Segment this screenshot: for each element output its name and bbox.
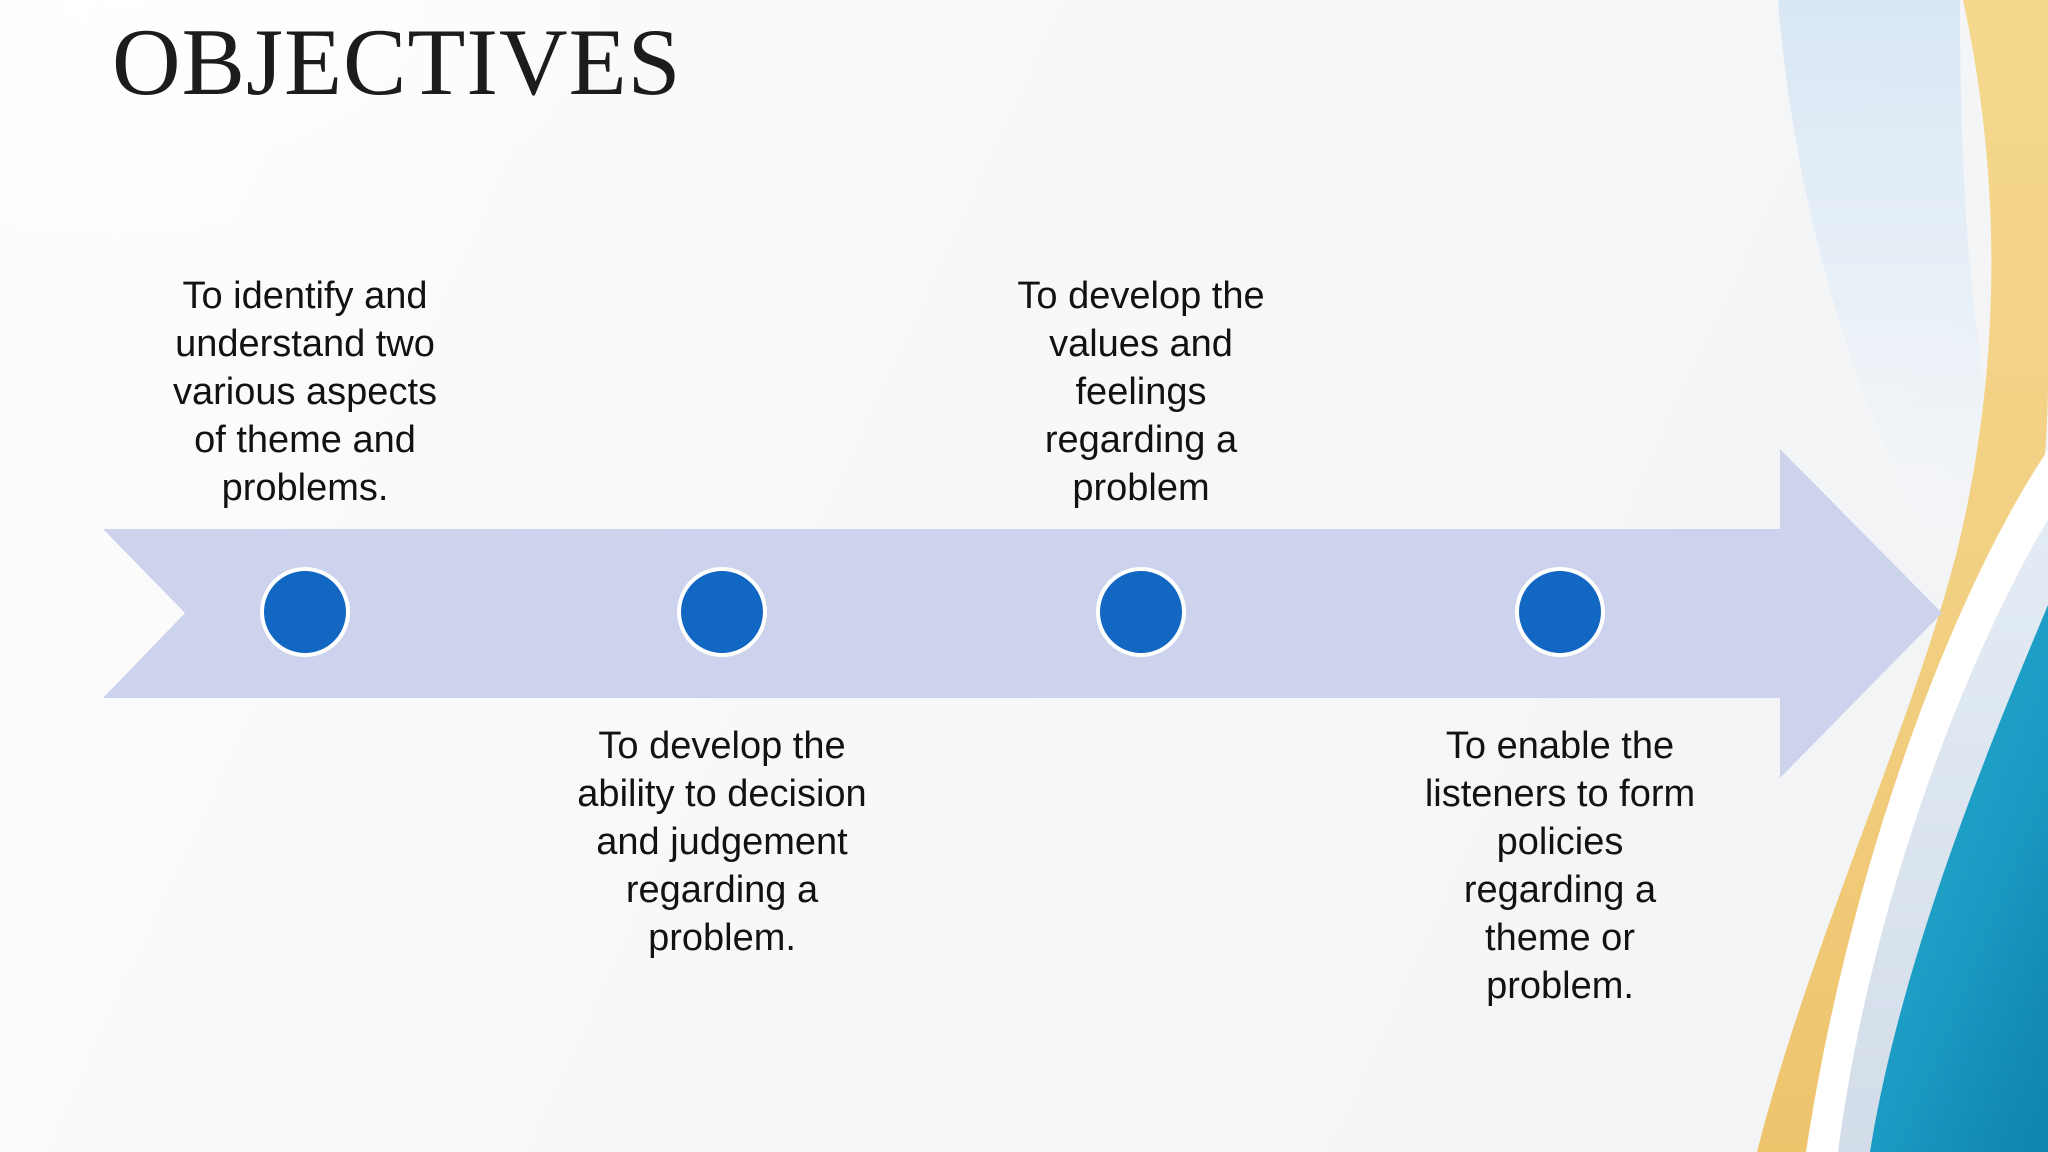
step-4-text: To enable the listeners to form policies… [1424, 725, 1696, 1007]
timeline-marker-2 [677, 567, 767, 657]
teal-corner-shape [1870, 605, 2048, 1152]
timeline-arrow [103, 449, 1942, 778]
step-1-text: To identify and understand two various a… [172, 275, 437, 509]
timeline-marker-3 [1096, 567, 1186, 657]
step-3-text: To develop the values and feelings regar… [1017, 275, 1265, 509]
slide-title: OBJECTIVES [112, 9, 682, 115]
timeline-marker-1 [260, 567, 350, 657]
timeline-marker-4 [1515, 567, 1605, 657]
pale-blue-curve [1778, 0, 2012, 545]
step-2-text: To develop the ability to decision and j… [577, 725, 867, 959]
